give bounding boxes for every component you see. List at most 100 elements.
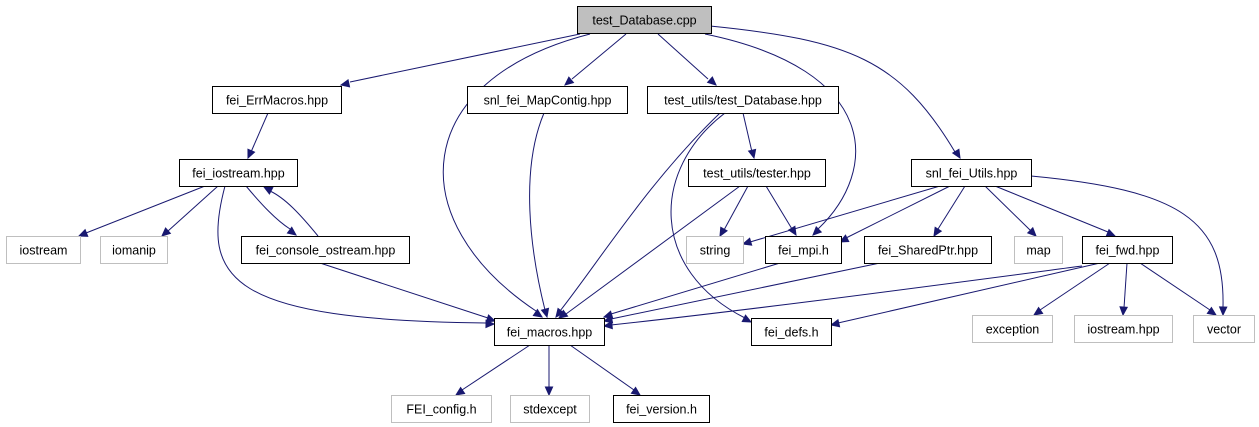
node-test-database[interactable]: test_Database.cpp [577,6,712,34]
edge-test_utils_test_database-to-fei_macros [555,112,721,318]
node-label: test_Database.cpp [592,14,696,28]
edge-line [1123,262,1128,309]
node-label: stdexcept [523,403,577,417]
node-fei-fwd[interactable]: fei_fwd.hpp [1082,236,1173,264]
edge-snl_fei_utils-to-string [741,185,941,246]
edge-line [657,33,709,80]
edge-arrowhead [1206,306,1218,316]
edge-test_database-to-snl_fei_mapcontig [564,33,627,86]
edge-fei_errmacros-to-fei_iostream [247,112,269,160]
node-label: test_utils/tester.hpp [703,167,811,181]
edge-arrowhead [741,314,753,323]
node-fei-errmacros[interactable]: fei_ErrMacros.hpp [212,86,342,114]
node-label: fei_SharedPtr.hpp [878,244,978,258]
node-label: iostream.hpp [1087,323,1159,337]
node-box [911,159,1032,187]
edge-arrowhead [741,237,753,246]
edge-test_utils_tester-to-fei_macros [558,185,741,319]
node-label: fei_mpi.h [778,244,829,258]
node-snl-fei-utils[interactable]: snl_fei_Utils.hpp [911,159,1032,187]
edge-arrowhead [1218,306,1228,317]
node-fei-mpi[interactable]: fei_mpi.h [765,236,842,264]
node-fei-defs[interactable]: fei_defs.h [751,318,832,346]
edge-test_utils_tester-to-fei_mpi [765,185,797,237]
node-box [688,159,826,187]
edge-test_database-to-test_utils_test_database [657,33,717,86]
edge-line [565,185,741,315]
edge-line [217,185,487,324]
node-box [1014,236,1063,264]
edge-line [704,33,856,230]
node-fei-macros[interactable]: fei_macros.hpp [494,318,605,346]
edge-arrowhead [951,148,961,160]
edge-snl_fei_utils-to-map [984,185,1037,237]
node-label: exception [986,323,1040,337]
edge-line [670,112,746,319]
node-exception: exception [972,315,1053,343]
edge-arrowhead [555,307,565,318]
edge-arrowhead [262,186,274,195]
edge-fei_iostream-to-iostream [77,185,206,237]
node-label: fei_macros.hpp [507,326,593,340]
node-box [179,159,298,187]
nodes-layer: test_Database.cpp fei_ErrMacros.hpp snl_fe… [6,6,1255,423]
edge-arrowhead [829,318,841,328]
edge-arrowhead [558,309,569,319]
edge-line [250,112,269,153]
edge-arrowhead [544,386,554,397]
edge-fei_macros-to-stdexcept [544,345,554,397]
edge-arrowhead [77,228,89,237]
node-box [1193,315,1255,343]
node-fei-config: FEI_config.h [391,395,492,423]
edge-line [559,112,721,312]
edge-line [1139,262,1211,311]
node-iomanip: iomanip [100,236,168,264]
edge-snl_fei_utils-to-fei_mpi [838,185,951,243]
node-fei-version[interactable]: fei_version.h [613,395,710,423]
edge-arrowhead [540,307,550,319]
edge-snl_fei_utils-to-vector [1030,175,1228,317]
edge-arrowhead [706,76,717,86]
edge-test_utils_test_database-to-test_utils_tester [742,112,757,160]
node-fei-iostream[interactable]: fei_iostream.hpp [179,159,298,187]
edge-fei_mpi-to-fei_macros [602,262,781,319]
edge-fei_fwd-to-exception [1032,262,1111,316]
edge-line [765,185,793,230]
node-label: vector [1207,323,1241,337]
edge-line [742,112,753,153]
edge-line [1030,175,1224,308]
edge-line [837,262,1101,324]
node-test-utils-test-database[interactable]: test_utils/test_Database.hpp [647,86,839,114]
edge-line [994,185,1109,233]
edge-line [709,25,956,153]
edge-line [610,262,881,320]
edge-arrowhead [532,308,544,318]
edge-arrowhead [247,148,256,160]
edge-line [349,33,581,83]
edge-fei_iostream-to-fei_console_ostream [245,185,297,236]
node-test-utils-tester[interactable]: test_utils/tester.hpp [688,159,826,187]
edge-line [937,185,966,230]
edge-line [245,185,291,230]
node-fei-sharedptr[interactable]: fei_SharedPtr.hpp [864,236,992,264]
edge-test_utils_test_database-to-fei_defs [670,112,753,323]
edge-arrowhead [602,314,614,324]
node-snl-fei-mapcontig[interactable]: snl_fei_MapContig.hpp [467,86,628,114]
node-box [864,236,992,264]
edge-test_utils_tester-to-string [719,185,749,238]
edge-test_database-to-fei_macros [442,33,591,318]
node-fei-console-ostream[interactable]: fei_console_ostream.hpp [241,236,410,264]
edge-snl_fei_utils-to-fei_sharedptr [933,185,966,238]
node-box [467,86,628,114]
edge-arrowhead [838,234,850,243]
node-box [613,395,710,423]
edge-line [845,185,951,239]
node-label: iomanip [112,244,156,258]
node-box [494,318,605,346]
edge-fei_fwd-to-fei_macros [602,265,1083,330]
node-label: fei_iostream.hpp [192,167,284,181]
node-box [686,236,744,264]
node-box [1074,315,1173,343]
edge-test_database-to-fei_errmacros [339,33,581,88]
